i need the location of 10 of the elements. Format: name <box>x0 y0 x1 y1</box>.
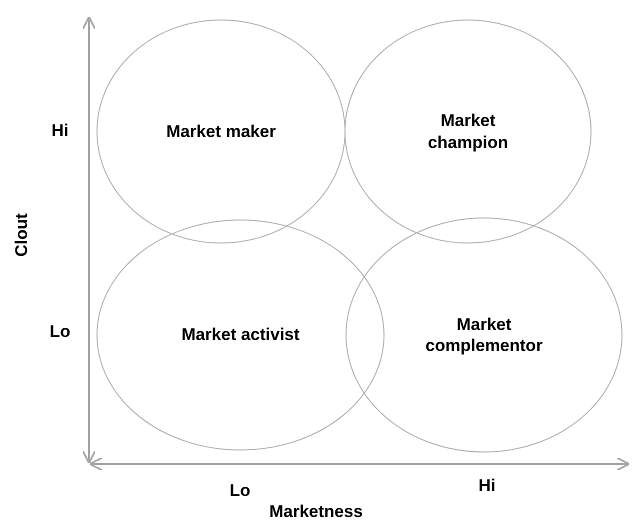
axis-tick-label: Hi <box>52 121 68 141</box>
axis-title: Clout <box>12 213 32 257</box>
axis-tick-label: Hi <box>478 476 496 496</box>
quadrant-label: Market maker <box>165 120 277 142</box>
quadrant-label: Market complementor <box>424 314 544 356</box>
axis-title: Marketness <box>269 502 363 522</box>
quadrant-label: Market activist <box>180 324 301 346</box>
axis-tick-label: Lo <box>50 322 70 342</box>
quadrant-label: Market champion <box>426 110 510 153</box>
axis-tick-label: Lo <box>230 481 250 501</box>
